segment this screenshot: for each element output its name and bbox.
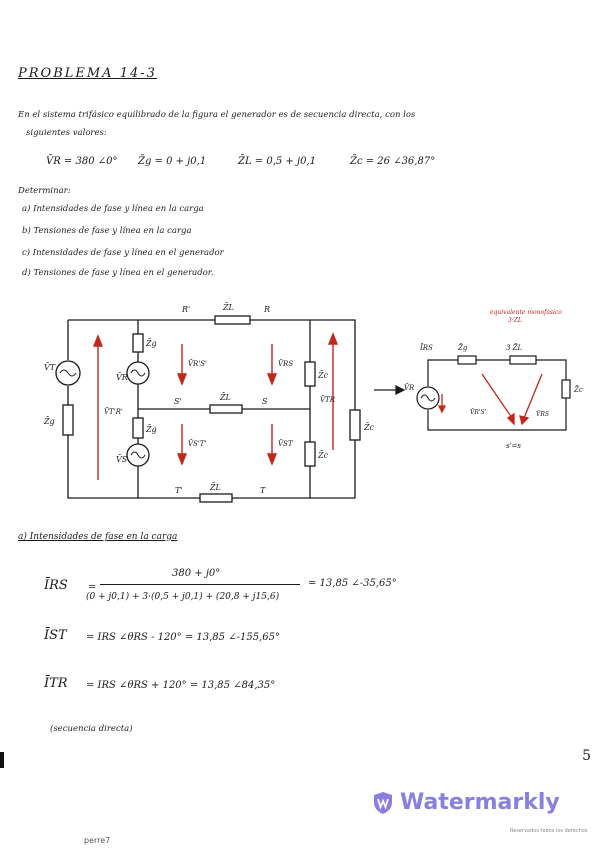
page-number: 5 bbox=[582, 748, 591, 764]
impedance-zl-t bbox=[199, 493, 233, 503]
mono-3zl: 3 Z̄L bbox=[506, 343, 523, 352]
label-zg-t: Z̄g bbox=[43, 417, 55, 426]
eq-irs-numerator: 380 + j0° bbox=[172, 568, 221, 579]
mono-zg: Z̄g bbox=[457, 343, 468, 352]
eq-irs-fraction-bar bbox=[100, 584, 300, 585]
section-a-heading: a) Intensidades de fase en la carga bbox=[18, 532, 178, 542]
intro-line-2: siguientes valores: bbox=[26, 128, 107, 138]
mono-v-rs: V̄RS bbox=[536, 411, 549, 418]
label-v-st-prime: V̄S'T' bbox=[188, 439, 206, 448]
given-vr: V̄R = 380 ∠0° bbox=[46, 156, 118, 167]
watermark-text: Watermarkly bbox=[400, 790, 560, 815]
impedance-zg-s bbox=[132, 417, 144, 439]
node-s: S bbox=[262, 397, 268, 406]
impedance-zc-tr bbox=[349, 409, 361, 441]
given-zl: Z̄L = 0,5 + j0,1 bbox=[238, 156, 316, 167]
mono-zc: Z̄c bbox=[573, 385, 583, 394]
footer-right: Reservados todos los derechos bbox=[510, 828, 588, 834]
label-zc-st: Z̄c bbox=[317, 451, 329, 460]
node-r: R bbox=[263, 305, 270, 314]
label-v-rs: V̄RS bbox=[278, 359, 293, 368]
label-zg-r: Z̄g bbox=[145, 339, 157, 348]
mono-i-rs: ĪRS bbox=[419, 343, 433, 352]
mono-vr: V̄R bbox=[404, 383, 415, 392]
node-s-prime: S' bbox=[174, 397, 182, 406]
task-d: d) Tensiones de fase y línea en el gener… bbox=[22, 268, 214, 278]
eq-irs-label: ĪRS bbox=[44, 578, 68, 593]
impedance-zc-st bbox=[304, 441, 316, 467]
mono-node: s'=s bbox=[506, 442, 521, 450]
impedance-zg-t bbox=[62, 404, 74, 436]
label-vt: V̄T bbox=[44, 363, 56, 372]
impedance-zg-r bbox=[132, 333, 144, 353]
task-a: a) Intensidades de fase y línea en la ca… bbox=[22, 204, 204, 214]
task-b: b) Tensiones de fase y línea en la carga bbox=[22, 226, 192, 236]
node-t: T bbox=[260, 486, 266, 495]
task-c: c) Intensidades de fase y línea en el ge… bbox=[22, 248, 224, 258]
determine-heading: Determinar: bbox=[18, 186, 71, 196]
eq-ist-label: ĪST bbox=[44, 628, 67, 643]
label-zg-s: Z̄g bbox=[145, 425, 157, 434]
given-zc: Z̄c = 26 ∠36,87° bbox=[350, 156, 436, 167]
footer-left: perre7 bbox=[84, 836, 111, 845]
label-v-st: V̄ST bbox=[278, 439, 294, 448]
eq-irs-result: = 13,85 ∠-35,65° bbox=[308, 578, 397, 589]
impedance-zl-s bbox=[209, 404, 243, 414]
label-zl-s: Z̄L bbox=[219, 393, 231, 402]
mono-impedance-zc bbox=[561, 379, 571, 399]
eq-itr-expr: = IRS ∠θRS + 120° = 13,85 ∠84,35° bbox=[86, 680, 276, 691]
label-zl-r: Z̄L bbox=[222, 303, 234, 312]
shield-icon bbox=[374, 791, 392, 814]
problem-title: PROBLEMA 14-3 bbox=[18, 66, 157, 81]
impedance-zl-r bbox=[214, 315, 251, 325]
three-phase-circuit-diagram: R' R S' S T' T Z̄L Z̄L Z̄L Z̄g Z̄g Z̄g Z… bbox=[43, 303, 583, 503]
label-zc-tr: Z̄c bbox=[363, 423, 375, 432]
mono-note: equivalente monofásico bbox=[490, 309, 562, 316]
mono-v-rs-prime: V̄R'S' bbox=[470, 409, 487, 416]
sequence-note: (secuencia directa) bbox=[50, 724, 133, 734]
label-v-rs-prime: V̄R'S' bbox=[188, 359, 207, 368]
intro-line-1: En el sistema trifásico equilibrado de l… bbox=[18, 110, 416, 120]
eq-irs-denominator: (0 + j0,1) + 3·(0,5 + j0,1) + (20,8 + j1… bbox=[86, 592, 280, 602]
mono-impedance-3zl bbox=[509, 355, 537, 365]
impedance-zc-rs bbox=[304, 361, 316, 387]
label-vs: V̄S bbox=[116, 455, 128, 464]
mono-note-2: 3·ZL bbox=[508, 317, 522, 324]
eq-irs-equals: = bbox=[88, 582, 97, 593]
label-zl-t: Z̄L bbox=[209, 483, 221, 492]
node-t-prime: T' bbox=[175, 486, 183, 495]
watermark: Watermarkly bbox=[372, 790, 560, 815]
eq-itr-label: ĪTR bbox=[44, 676, 68, 691]
eq-ist-expr: = IRS ∠θRS - 120° = 13,85 ∠-155,65° bbox=[86, 632, 280, 643]
label-vr: V̄R bbox=[116, 373, 128, 382]
label-v-tr-prime: V̄T'R' bbox=[104, 407, 123, 416]
node-r-prime: R' bbox=[181, 305, 190, 314]
label-v-tr: V̄TR bbox=[320, 395, 336, 404]
mono-impedance-zg bbox=[457, 355, 477, 365]
given-zg: Z̄g = 0 + j0,1 bbox=[138, 156, 207, 167]
label-zc-rs: Z̄c bbox=[317, 371, 329, 380]
page-edge-mark bbox=[0, 752, 4, 768]
